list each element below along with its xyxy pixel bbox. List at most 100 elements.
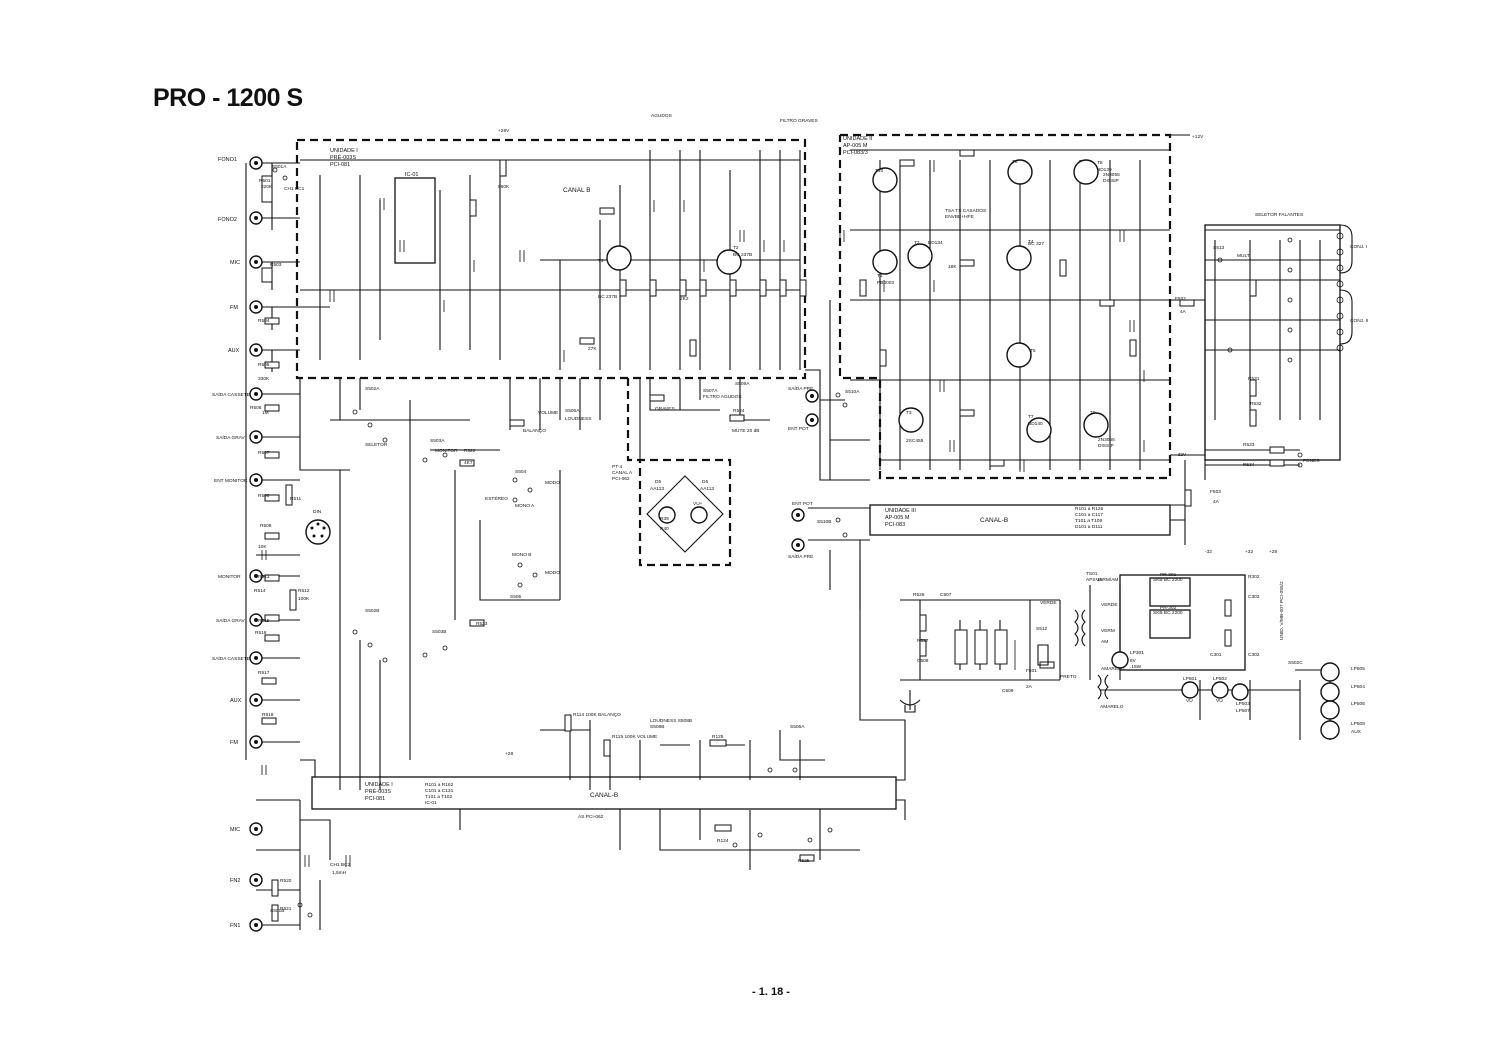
label-ent-pot: ENT POT [788, 426, 809, 432]
label-c508: C508 [917, 658, 929, 664]
label-f502-a: 4A [1180, 309, 1187, 315]
label-mult: MULT [1237, 253, 1250, 259]
label-u3-a: UNIDADE III [885, 508, 916, 514]
label-mic: MIC [230, 260, 240, 266]
label-estereo: ESTÉREO [485, 495, 508, 502]
label-u1-top-b: PRÉ-003S [330, 154, 356, 161]
label-rail-32p: +32 [1245, 549, 1253, 555]
label-d5: D5 [655, 479, 661, 485]
label-s502a: S502A [365, 386, 380, 392]
label-t2: T2 [733, 245, 739, 251]
lamp-lp502 [1211, 681, 1229, 699]
label-r503: R503 [270, 262, 282, 268]
label-15mh: 1,5mH [332, 870, 347, 876]
label-r124: R124 [717, 838, 729, 844]
label-val-1m: 1M [262, 410, 269, 416]
label-r531: R531 [1248, 376, 1260, 382]
label-tt-2: PB4003 [877, 280, 894, 286]
label-s507a: S507A [703, 388, 718, 394]
page-title: PRO - 1200 S [153, 84, 303, 112]
label-ent-pot-2: ENT POT [792, 501, 813, 507]
label-ts01: TS01 [1086, 571, 1098, 577]
label-mono-a: MONO A [515, 503, 535, 509]
label-lp504: LP504 [1351, 684, 1365, 690]
label-lp507: LP507 [1236, 708, 1250, 714]
label-r501: R501 [259, 178, 271, 184]
ic-01-box [394, 177, 436, 264]
label-r518: R518 [262, 712, 274, 718]
label-fn1: FN1 [230, 923, 240, 929]
label-t8: T8 [1097, 160, 1103, 166]
label-c301: C301 [1210, 652, 1222, 658]
label-t3: T3 [906, 410, 912, 416]
label-s502c: S502C [1288, 660, 1303, 666]
label-lp502: LP502 [1213, 676, 1227, 682]
label-monitor: MONITOR [218, 574, 241, 580]
label-tt-7: BD140 [1028, 421, 1043, 427]
label-u2-a: UNIDADE II [843, 136, 873, 142]
label-tt-0: BC 237B [598, 294, 617, 300]
label-graves: GRAVES [655, 406, 675, 412]
label-filtro-agudos: FILTRO AGUDOS [703, 394, 742, 400]
label-seletor: SELETOR [365, 442, 388, 448]
lamp-lp508 [1320, 720, 1340, 740]
label-f501: F501 [1026, 668, 1037, 674]
label-ent-monitor: ENT MONITOR [214, 478, 248, 484]
label-c509: C509 [1002, 688, 1014, 694]
lamps [1111, 651, 1340, 740]
lamp-lp301 [1111, 651, 1129, 669]
label-r520: R520 [280, 878, 292, 884]
label-conj1: CONJ. I [1350, 244, 1367, 250]
label-val-330k: 330K [258, 376, 270, 382]
label-as-pci: AS PCI-062 [578, 814, 604, 820]
transistor-t4 [1006, 245, 1032, 271]
label-lp506: LP506 [1351, 701, 1365, 707]
din-socket [305, 519, 331, 545]
label-val-27k: 27K [588, 346, 597, 352]
unit-boundaries [295, 133, 1341, 810]
transistor-u2-t2 [907, 243, 933, 269]
label-r521: R521 [280, 906, 292, 912]
label-saida-pre-2: SAÍDA PRÉ [788, 553, 813, 560]
label-u1-top-c: PCI-081 [330, 162, 350, 168]
label-pt4-c: PCI-062 [612, 476, 630, 482]
label-amarelo-2: AMARELO [1100, 704, 1124, 710]
label-u2-t2: T2 [914, 240, 920, 246]
label-u3-parts-2: T101 a T109 [1075, 518, 1102, 524]
unit-i-top-boundary [295, 138, 807, 380]
label-fones: FONES [1303, 458, 1320, 464]
pr301-box [1149, 577, 1191, 607]
label-modo-2: MODO [545, 570, 560, 576]
switch-contacts [272, 167, 1344, 918]
label-s509a: S509A [735, 381, 750, 387]
label-val-18k: 18K [948, 264, 957, 270]
label-r524: R524 [733, 408, 745, 414]
label-aps15: APS-15 [1086, 577, 1103, 583]
transistor-t7 [1026, 417, 1052, 443]
label-s501b: S501B [270, 908, 284, 914]
transistor-u2-t1 [872, 249, 898, 275]
label-verm: VERM [1101, 628, 1115, 634]
label-s503a: S503A [430, 438, 445, 444]
label-filtro-graves: FILTRO GRAVES [780, 118, 818, 124]
label-val-10k: 10K [258, 544, 267, 550]
label-canal-b: CANAL B [563, 187, 591, 194]
label-t6: T6 [1012, 159, 1018, 165]
label-r534: R534 [1243, 462, 1255, 468]
label-u2-t1: T1 [877, 273, 883, 279]
label-r516: R516 [255, 630, 267, 636]
label-din: DIN [313, 509, 322, 515]
label-loudness-s508b: LOUDNESS S508B [650, 718, 692, 724]
label-lp503: LP503 [1236, 701, 1250, 707]
label-u1-bot-a: UNIDADE I [365, 782, 393, 788]
label-rail-32v: -32V [1176, 452, 1187, 458]
label-monitor-sw: MONITOR [435, 448, 458, 454]
label-u1-bot-parts-1: C101 a C131 [425, 788, 454, 794]
label-t10: T10 [875, 168, 884, 174]
label-volume: VOLUME [538, 410, 558, 416]
label-rail-28b: +28 [505, 751, 513, 757]
resistors [261, 149, 1285, 922]
label-tt-1: BC 237B [733, 252, 752, 258]
label-f502: F502 [1175, 296, 1186, 302]
